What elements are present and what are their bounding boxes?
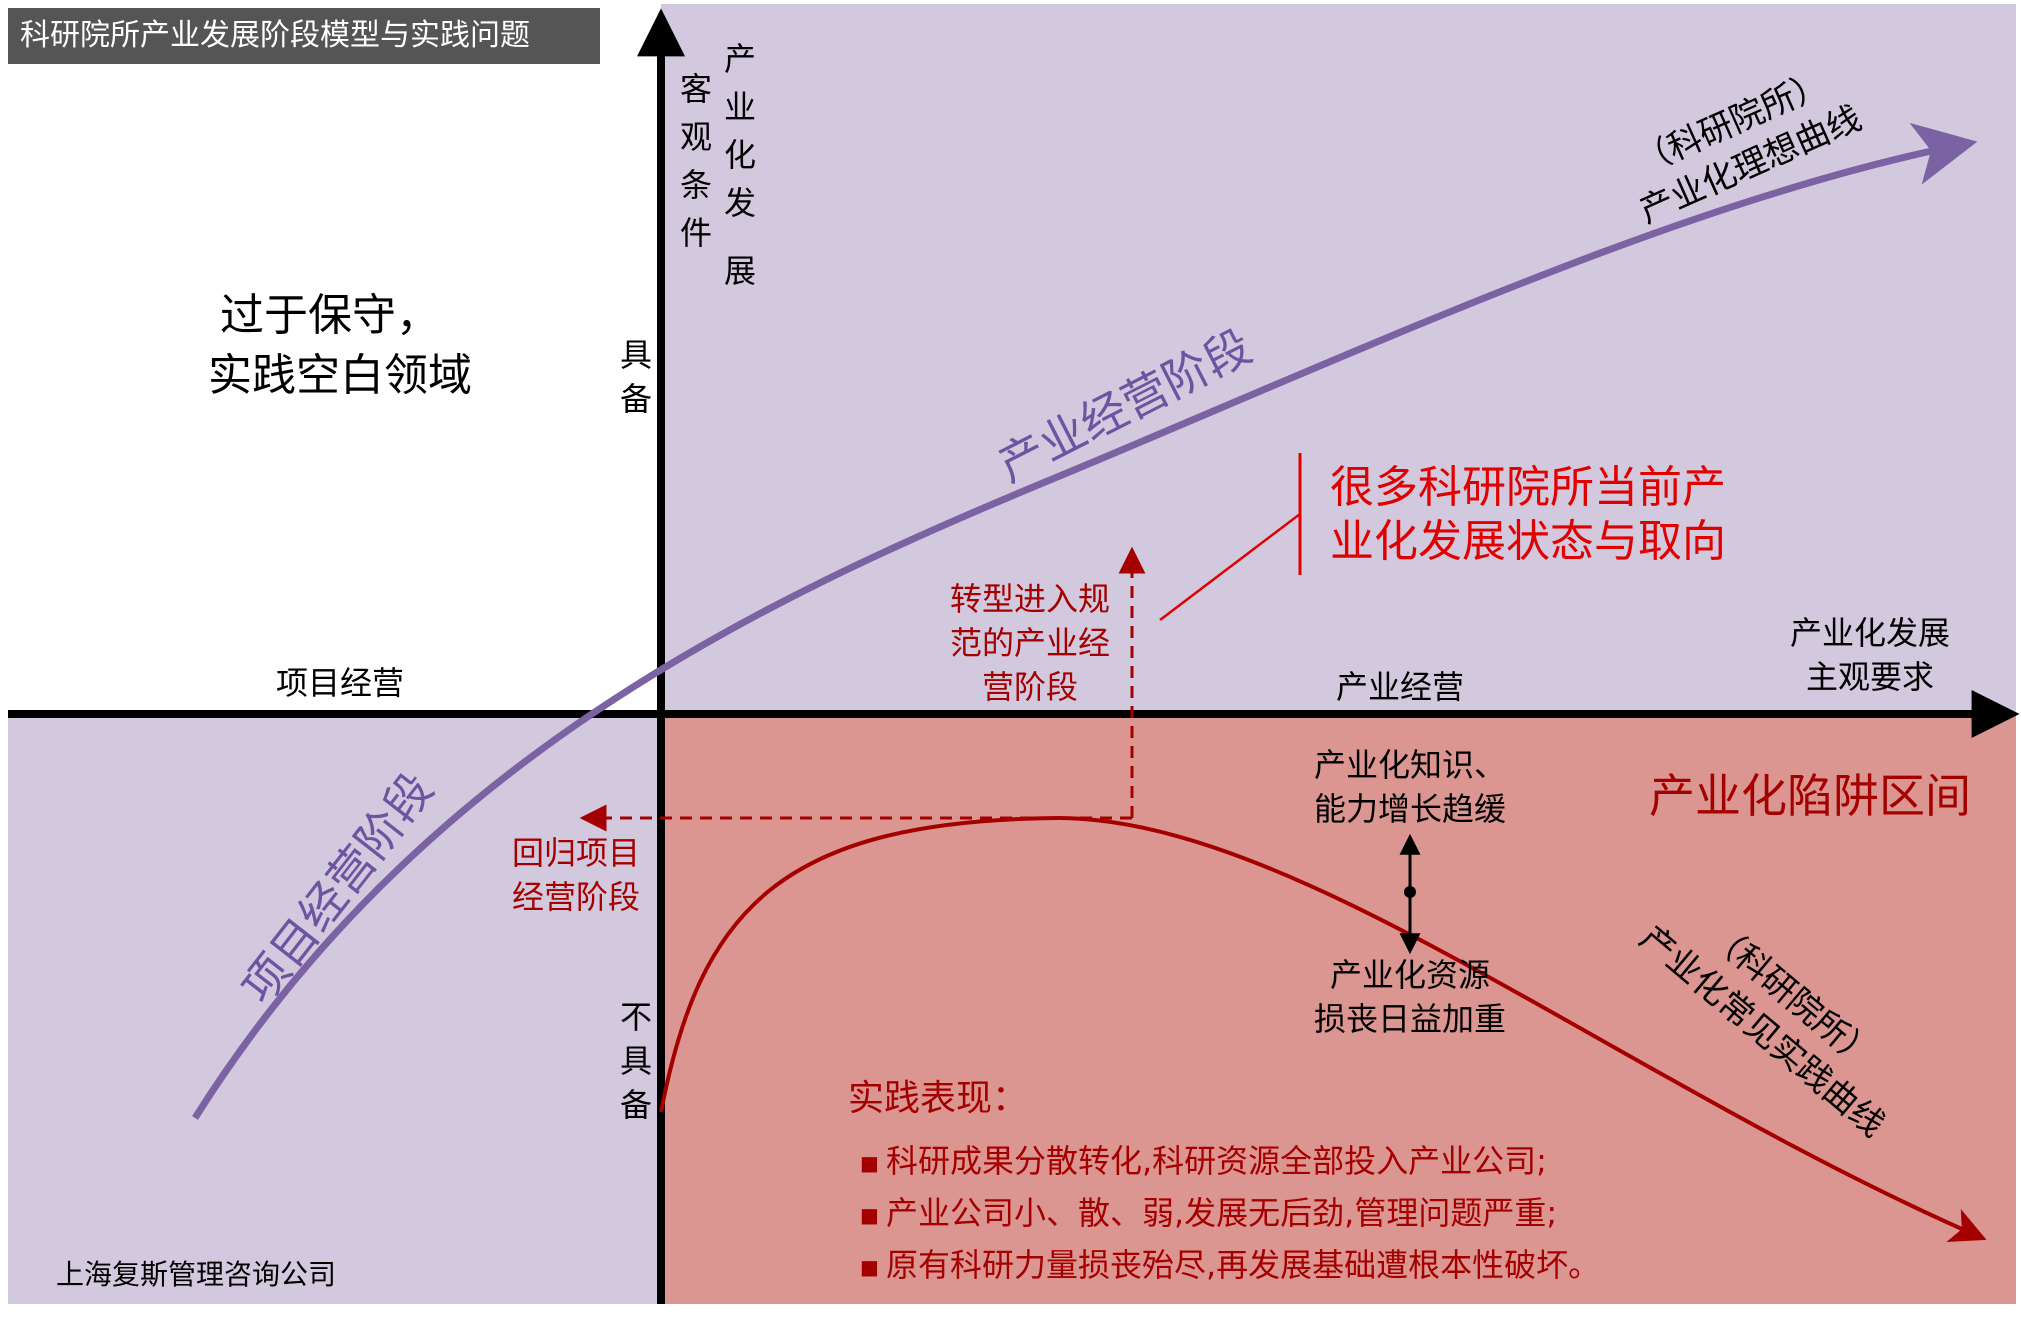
practice-bullet-1: 产业公司小、散、弱,发展无后劲,管理问题严重; <box>886 1194 1557 1232</box>
practice-bullet-mark-1: ■ <box>860 1203 879 1227</box>
top-left-line1: 过于保守， <box>220 290 440 341</box>
practice-curve <box>659 815 1987 1242</box>
y-title-col1-0: 客 <box>680 70 712 108</box>
y-bottom-label-2: 备 <box>620 1086 652 1124</box>
x-right-label: 产业经营 <box>1336 668 1464 706</box>
practice-bullet-2: 原有科研力量损丧殆尽,再发展基础遭根本性破坏。 <box>886 1246 1600 1284</box>
trap-zone-label: 产业化陷阱区间 <box>1649 769 1971 823</box>
quadrant-bottom-left <box>8 714 661 1304</box>
diagram-title: 科研院所产业发展阶段模型与实践问题 <box>8 8 600 64</box>
resource-line2: 损丧日益加重 <box>1314 1000 1506 1038</box>
quadrant-bottom-right <box>661 714 2016 1304</box>
current-state-line1: 很多科研院所当前产 <box>1330 462 1726 513</box>
knowledge-line1: 产业化知识、 <box>1314 746 1506 784</box>
transform-line1: 转型进入规 <box>950 580 1110 618</box>
y-bottom-label-1: 具 <box>620 1042 652 1080</box>
curve-point-marker <box>1404 886 1416 898</box>
practice-bullet-0: 科研成果分散转化,科研资源全部投入产业公司; <box>886 1142 1547 1180</box>
ideal-curve <box>192 122 1978 1120</box>
footer-company: 上海复斯管理咨询公司 <box>56 1258 336 1291</box>
y-title-col2-2: 化 <box>724 136 756 174</box>
y-title-col1-3: 件 <box>680 214 712 252</box>
resource-line1: 产业化资源 <box>1330 956 1490 994</box>
y-top-label-0: 具 <box>620 336 652 374</box>
transform-line2: 范的产业经 <box>950 624 1110 662</box>
y-bottom-label-0: 不 <box>620 998 652 1036</box>
current-state-line2: 业化发展状态与取向 <box>1330 516 1726 567</box>
y-title-col2-4: 展 <box>724 252 756 290</box>
y-top-label-1: 备 <box>620 380 652 418</box>
y-title-col1-2: 条 <box>680 166 712 204</box>
return-line2: 经营阶段 <box>512 878 640 916</box>
y-title-col2-3: 发 <box>724 184 756 222</box>
practice-bullet-mark-0: ■ <box>860 1151 879 1175</box>
x-left-label: 项目经营 <box>276 664 404 702</box>
practice-bullet-mark-2: ■ <box>860 1255 879 1279</box>
return-line1: 回归项目 <box>512 834 640 872</box>
y-title-col2-0: 产 <box>724 40 756 78</box>
x-title-line1: 产业化发展 <box>1790 614 1950 652</box>
x-title-line2: 主观要求 <box>1806 658 1934 696</box>
transform-line3: 营阶段 <box>982 668 1078 706</box>
practice-heading: 实践表现： <box>848 1078 1028 1119</box>
callout-leader <box>1159 513 1301 621</box>
y-title-col1-1: 观 <box>680 118 712 156</box>
knowledge-line2: 能力增长趋缓 <box>1314 790 1506 828</box>
y-title-col2-1: 业 <box>724 88 756 126</box>
top-left-line2: 实践空白领域 <box>208 350 472 401</box>
